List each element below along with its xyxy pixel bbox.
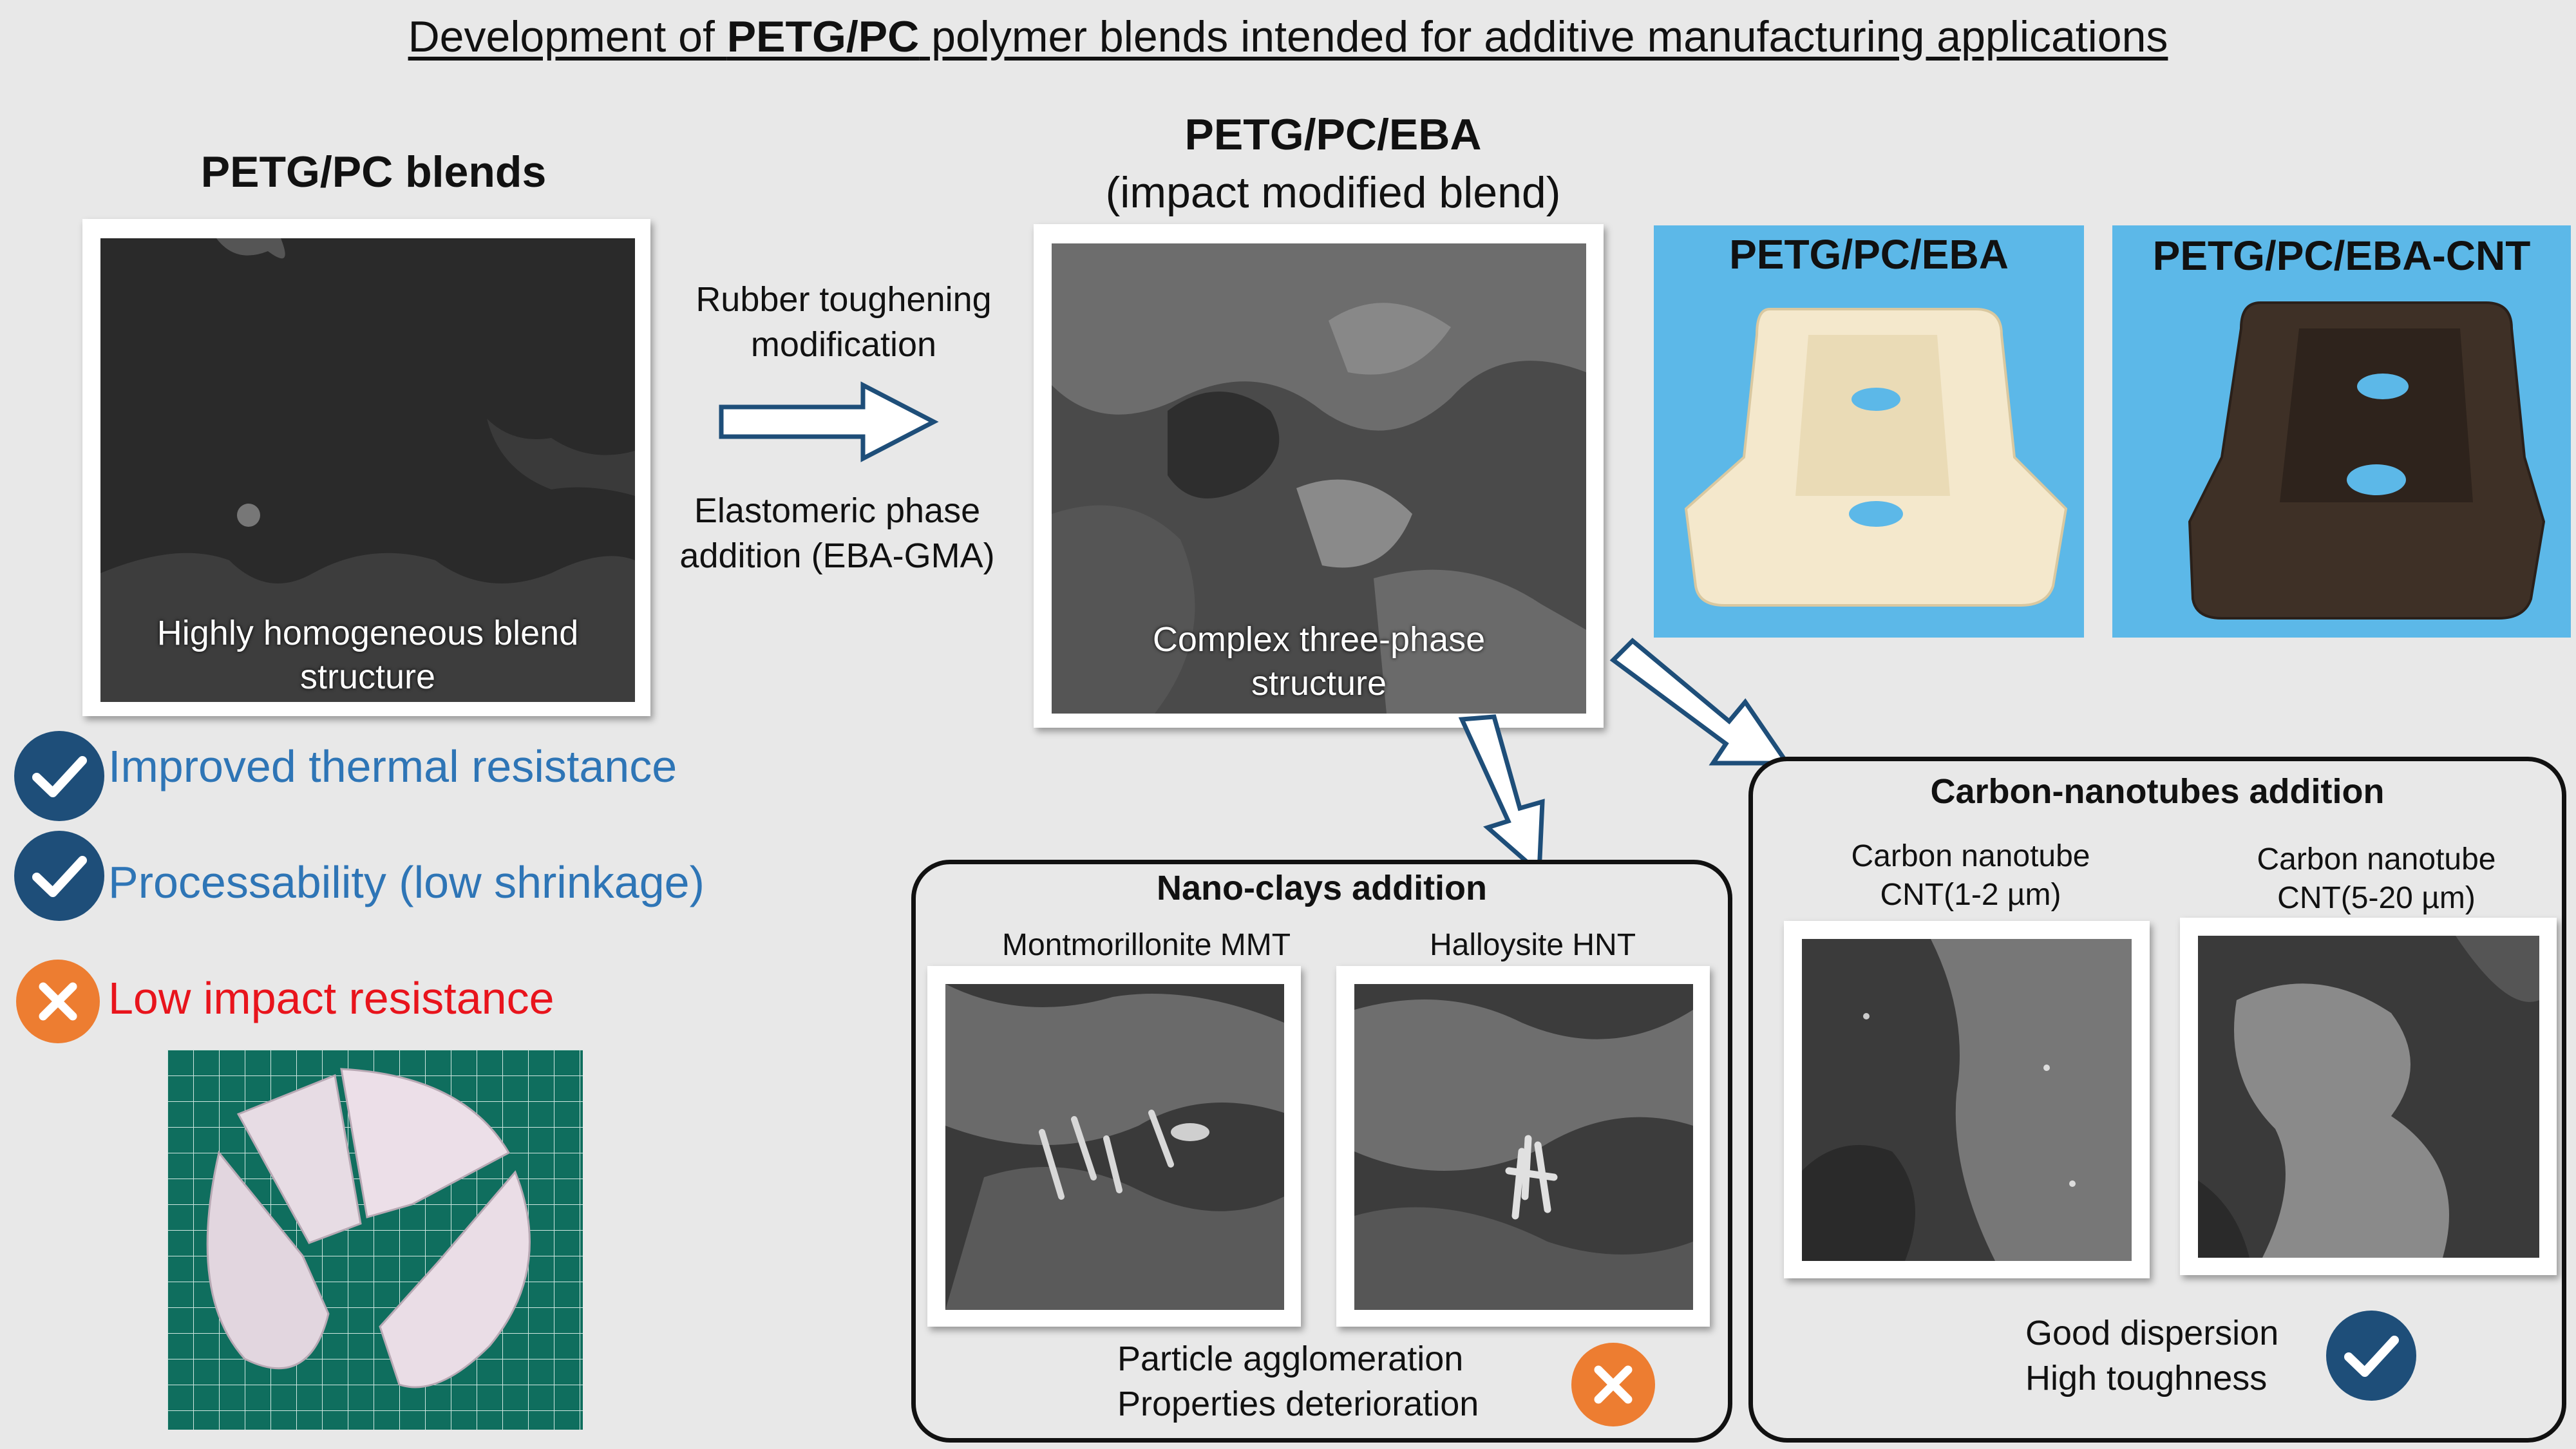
title-suffix: polymer blends intended for additive man… [919, 12, 2168, 61]
title-prefix: Development of [408, 12, 727, 61]
petg-pc-eba-sem-caption-2: structure [1251, 664, 1387, 703]
check-icon [14, 731, 104, 821]
petg-pc-eba-sem-caption-1: Complex three-phase [1152, 620, 1486, 659]
arrow-bottom-line1: Elastomeric phase [694, 491, 981, 530]
cnt-b-sem-frame [2180, 918, 2557, 1275]
petg-pc-eba-sem-image: Complex three-phase structure [1052, 243, 1586, 714]
cnt-b-line2: CNT(5-20 µm) [2277, 881, 2476, 915]
arrow-bottom-line2: addition (EBA-GMA) [679, 536, 995, 575]
page-title: Development of PETG/PC polymer blends in… [0, 12, 2576, 62]
mmt-sem-image [945, 984, 1284, 1310]
mmt-label: Montmorillonite MMT [1001, 928, 1291, 962]
photo-label-eba-cnt: PETG/PC/EBA-CNT [2152, 232, 2531, 279]
cnt-a-line2: CNT(1-2 µm) [1880, 878, 2061, 912]
petg-pc-sem-caption-1: Highly homogeneous blend [156, 614, 579, 652]
petg-pc-sem-image: Highly homogeneous blend structure [100, 238, 635, 702]
mmt-sem-frame [927, 966, 1301, 1327]
photo-petg-pc-eba-cnt: PETG/PC/EBA-CNT [2112, 225, 2571, 638]
cross-icon [16, 960, 100, 1043]
arrow-down-icon [1458, 714, 1545, 878]
arrow-right-icon [719, 381, 939, 462]
pro-thermal-resistance: Improved thermal resistance [108, 741, 677, 791]
cnt-heading: Carbon-nanotubes addition [1930, 772, 2385, 811]
hnt-sem-image [1354, 984, 1693, 1310]
hnt-label: Halloysite HNT [1429, 928, 1636, 962]
cnt-b-sem-image [2198, 936, 2539, 1258]
nanoclays-result-line1: Particle agglomeration [1117, 1340, 1464, 1378]
nanoclays-result-line2: Properties deterioration [1117, 1385, 1479, 1423]
broken-disc-photo [167, 1050, 583, 1430]
cnt-result-line1: Good dispersion [2025, 1314, 2279, 1352]
petg-pc-heading: PETG/PC blends [200, 147, 547, 196]
arrow-down-icon [1609, 638, 1792, 766]
cross-icon [1571, 1343, 1655, 1426]
con-low-impact: Low impact resistance [108, 973, 554, 1023]
arrow-top-line1: Rubber toughening [696, 280, 992, 319]
petg-pc-sem-caption-2: structure [299, 658, 436, 696]
petg-pc-eba-sem-frame: Complex three-phase structure [1034, 224, 1604, 728]
nanoclays-heading: Nano-clays addition [1156, 869, 1488, 907]
petg-pc-sem-frame: Highly homogeneous blend structure [82, 219, 650, 716]
cnt-a-sem-image [1802, 939, 2132, 1261]
cnt-a-sem-frame [1784, 921, 2150, 1278]
check-icon [14, 831, 104, 921]
arrow-top-line2: modification [750, 325, 937, 364]
title-bold: PETG/PC [726, 12, 920, 61]
cnt-result-line2: High toughness [2025, 1359, 2268, 1397]
cnt-b-line1: Carbon nanotube [2257, 842, 2496, 876]
check-icon [2326, 1311, 2416, 1401]
hnt-sem-frame [1336, 966, 1710, 1327]
photo-petg-pc-eba: PETG/PC/EBA [1654, 225, 2084, 638]
photo-label-eba: PETG/PC/EBA [1729, 231, 2009, 278]
pro-processability: Processability (low shrinkage) [108, 857, 705, 907]
cnt-a-line1: Carbon nanotube [1851, 839, 2090, 873]
petg-pc-eba-heading: PETG/PC/EBA [1184, 110, 1482, 159]
petg-pc-eba-subheading: (impact modified blend) [1105, 168, 1561, 217]
